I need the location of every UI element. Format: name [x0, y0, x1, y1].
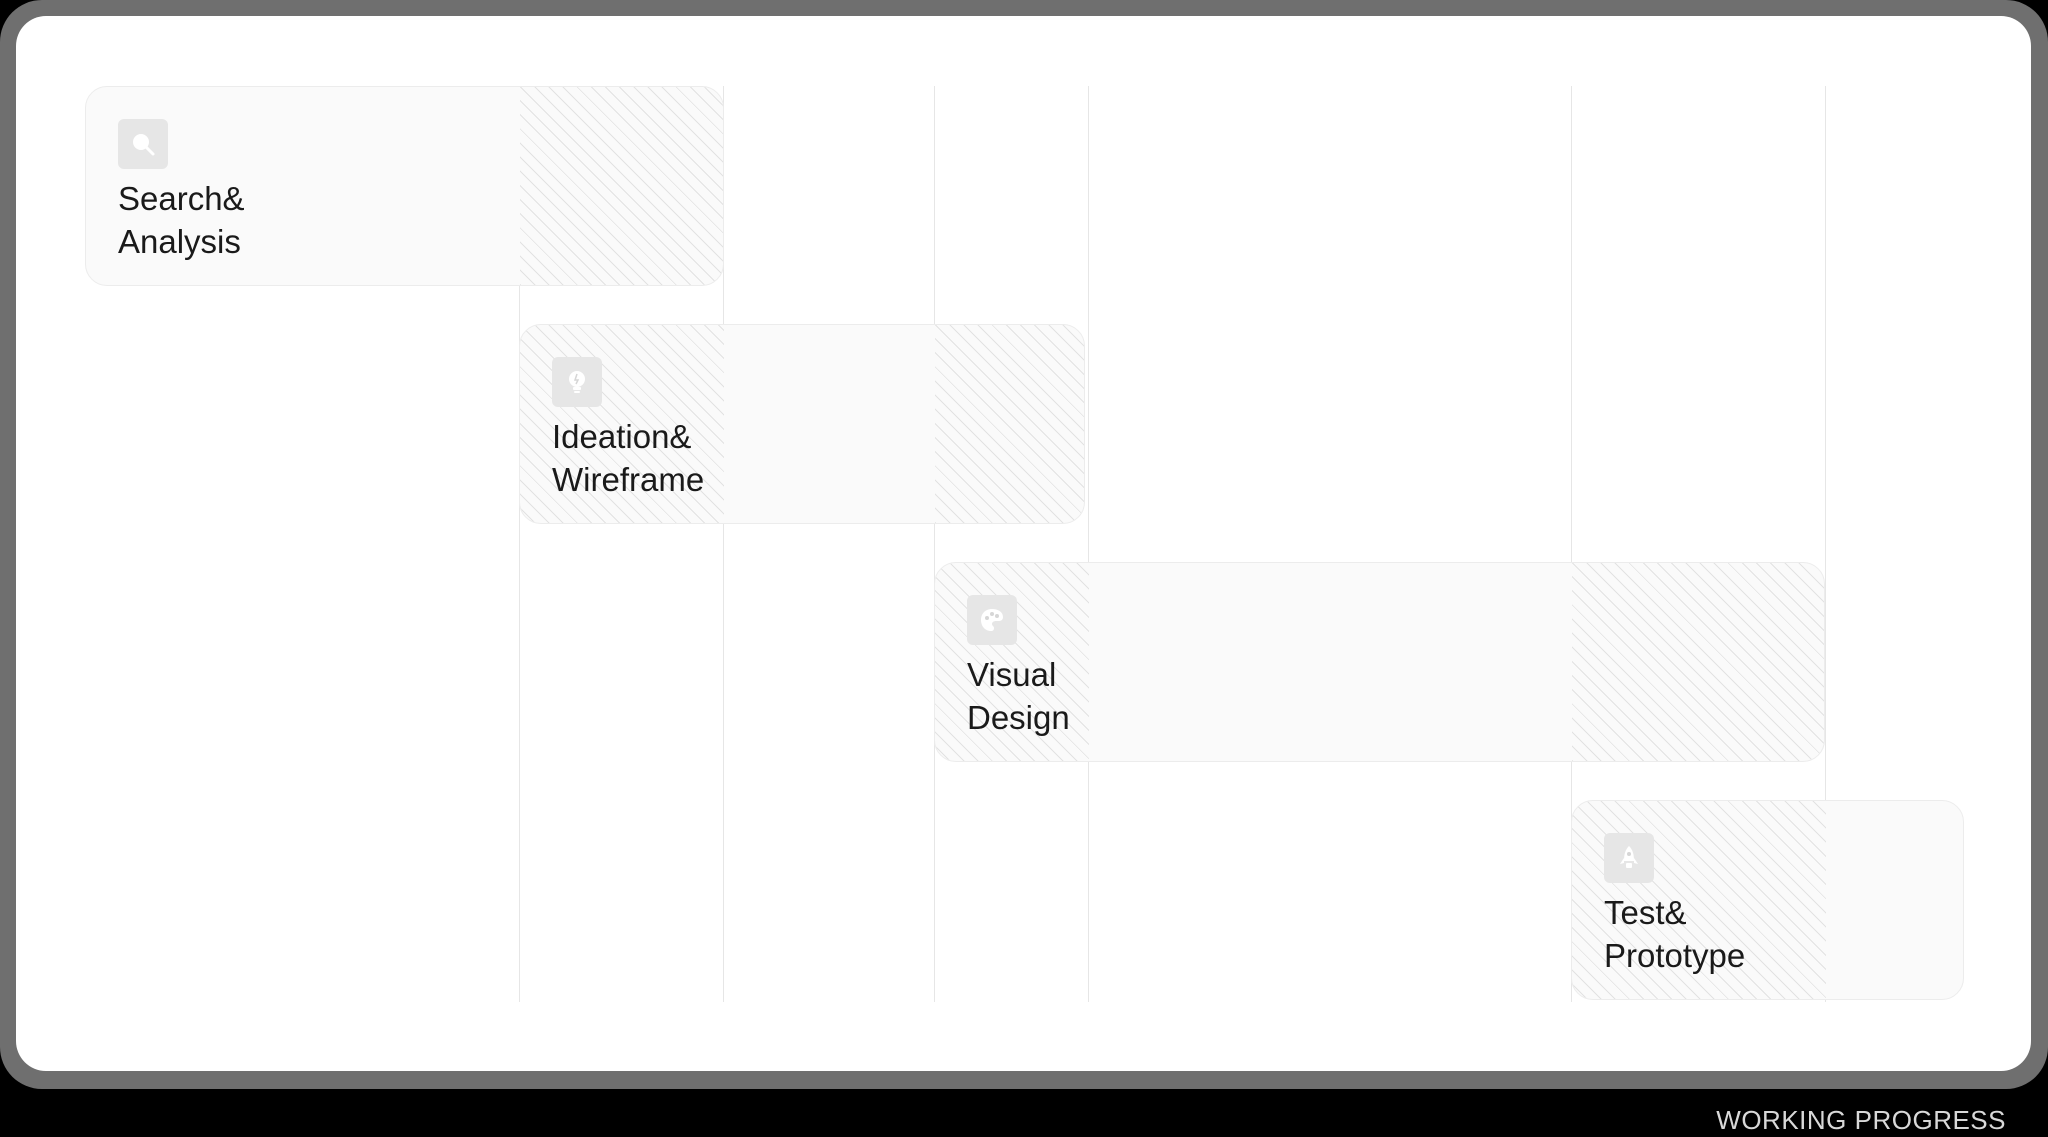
- grid-line: [934, 86, 935, 1002]
- stage-card-ideation-wireframe: Ideation& Wireframe: [519, 324, 1085, 524]
- rocket-icon: [1604, 833, 1654, 883]
- grid-line: [1088, 86, 1089, 1002]
- stage-title: Test& Prototype: [1604, 894, 1746, 974]
- stage-card-visual-design: Visual Design: [934, 562, 1825, 762]
- stage-card-search-analysis: Search& Analysis: [85, 86, 724, 286]
- search-icon: [118, 119, 168, 169]
- grid-line: [519, 86, 520, 1002]
- stage-title: Ideation& Wireframe: [552, 418, 705, 498]
- footer-label: WORKING PROGRESS: [1716, 1105, 2006, 1135]
- stage-title: Visual Design: [967, 656, 1070, 736]
- grid-line: [1571, 86, 1572, 1002]
- grid-line: [1825, 86, 1826, 1002]
- stage-overlap-hatch: [935, 325, 1084, 523]
- stage-overlap-hatch: [520, 87, 723, 285]
- lightbulb-icon: [552, 357, 602, 407]
- palette-icon: [967, 595, 1017, 645]
- presentation-frame: Search& Analysis Ideation&: [0, 0, 2048, 1089]
- grid-line: [723, 86, 724, 1002]
- stage-title: Search& Analysis: [118, 180, 245, 260]
- stage-card-test-prototype: Test& Prototype: [1571, 800, 1964, 1000]
- diagram-canvas: Search& Analysis Ideation&: [16, 16, 2031, 1071]
- stage-overlap-hatch: [1572, 563, 1824, 761]
